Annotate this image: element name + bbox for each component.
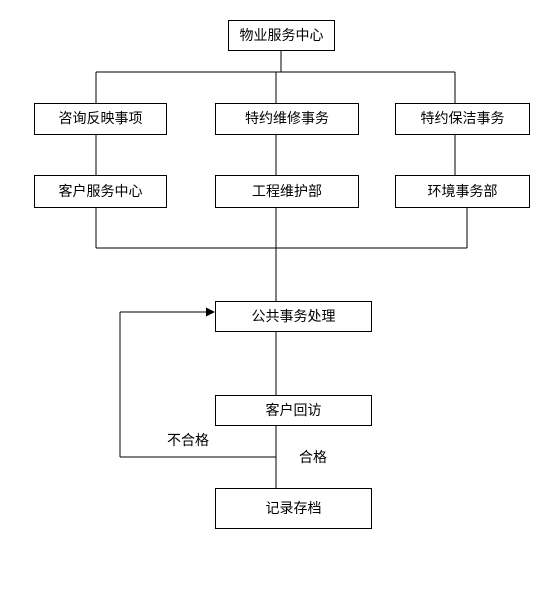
node-record-archive: 记录存档 [215, 488, 372, 529]
node-service-center: 物业服务中心 [228, 20, 335, 51]
node-customer-service-center: 客户服务中心 [34, 175, 167, 208]
loop-arrowhead [206, 307, 215, 317]
edge-label-fail: 不合格 [154, 426, 222, 456]
node-public-affairs: 公共事务处理 [215, 301, 372, 332]
node-engineering-dept: 工程维护部 [215, 175, 359, 208]
node-special-cleaning: 特约保洁事务 [395, 103, 530, 135]
edge-label-pass: 合格 [287, 442, 339, 474]
node-environment-dept: 环境事务部 [395, 175, 530, 208]
node-special-repair: 特约维修事务 [215, 103, 359, 135]
node-customer-revisit: 客户回访 [215, 395, 372, 426]
node-consult-issues: 咨询反映事项 [34, 103, 167, 135]
